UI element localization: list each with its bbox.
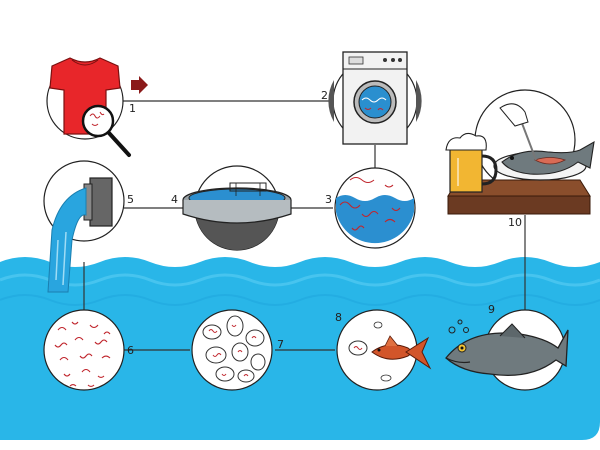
connector-lines — [83, 100, 526, 351]
step-10-dinner — [445, 89, 595, 215]
step-2-washing-machine — [328, 51, 422, 145]
step-9-big-fish — [445, 309, 569, 391]
fish-icon — [445, 323, 569, 377]
step-5-discharge-pipe — [43, 160, 125, 293]
washing-machine-icon — [342, 51, 408, 145]
step-label-3: 3 — [325, 193, 332, 206]
sea — [0, 257, 600, 440]
step-numbers: 1 2 3 4 5 6 7 8 9 10 — [127, 89, 522, 357]
magnifier-icon — [81, 104, 131, 157]
arrow-right-icon — [131, 76, 148, 94]
step-8-small-fish — [336, 309, 432, 391]
step-1-tshirt — [46, 57, 148, 157]
fish-icon — [371, 335, 432, 370]
step-label-8: 8 — [335, 311, 342, 324]
step-3-wastewater — [334, 167, 416, 249]
step-4-treatment-basin — [182, 165, 292, 251]
step-label-10: 10 — [508, 216, 522, 229]
step-label-1: 1 — [129, 102, 136, 115]
step-label-5: 5 — [127, 193, 134, 206]
step-label-4: 4 — [171, 193, 178, 206]
step-label-2: 2 — [321, 89, 328, 102]
step-label-7: 7 — [277, 338, 284, 351]
beer-mug-icon — [445, 132, 498, 193]
step-6-microfibers — [43, 309, 125, 391]
step-label-6: 6 — [127, 344, 134, 357]
step-7-plankton — [191, 309, 273, 391]
step-label-9: 9 — [488, 303, 495, 316]
